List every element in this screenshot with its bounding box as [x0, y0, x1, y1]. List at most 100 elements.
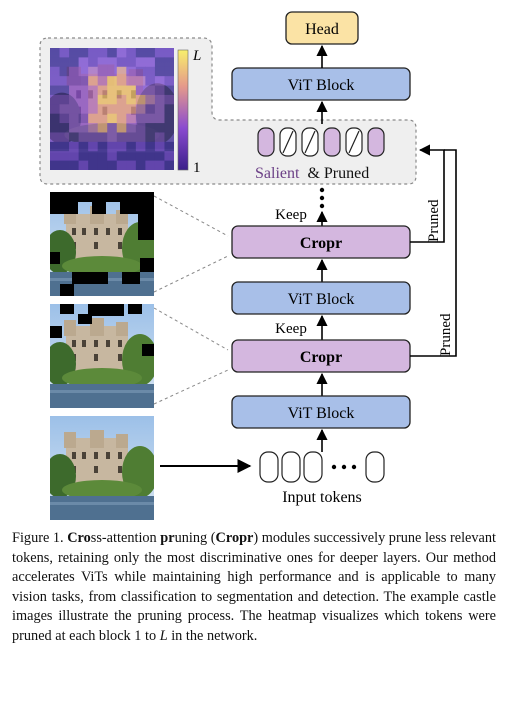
heatmap-cell [145, 104, 156, 115]
heatmap-cell [145, 160, 156, 170]
heatmap-cell [107, 94, 118, 105]
heatmap-cell [78, 113, 89, 124]
heatmap-cell [59, 104, 70, 115]
heatmap-scale-bottom-label: 1 [193, 160, 201, 176]
heatmap-cell [164, 76, 174, 86]
heatmap-cell [135, 151, 146, 161]
heatmap-cell [88, 85, 99, 96]
heatmap-cell [164, 48, 174, 58]
heatmap-cell [97, 66, 108, 77]
heatmap-cell [78, 85, 89, 96]
heatmap-cell [154, 48, 165, 58]
caption-text-3: ) modules successively prune less releva… [12, 530, 497, 644]
heatmap-cell [88, 151, 99, 161]
heatmap-cell [69, 48, 79, 58]
heatmap-cell [116, 132, 127, 143]
heatmap-cell [107, 113, 118, 124]
heatmap-cell [145, 66, 156, 77]
heatmap-cell [97, 76, 108, 86]
heatmap-cell [88, 113, 99, 124]
heatmap-cell [50, 132, 60, 143]
heatmap-cell [97, 113, 108, 124]
heatmap-cell [126, 76, 137, 86]
heatmap-cell [164, 57, 174, 68]
heatmap-cell [97, 57, 108, 68]
heatmap-cell [164, 141, 174, 152]
heatmap-cell [164, 85, 174, 96]
keep-label-upper: Keep [275, 207, 307, 223]
input-tokens [259, 451, 385, 483]
heatmap-cell [164, 66, 174, 77]
heatmap-cell [145, 94, 156, 105]
heatmap-cell [97, 160, 108, 170]
heatmap-cell [59, 160, 70, 170]
heatmap-cell [107, 141, 118, 152]
heatmap-cell [126, 94, 137, 105]
heatmap-cell [59, 151, 70, 161]
heatmap-cell [69, 141, 79, 152]
caption-italic-l: L [159, 627, 168, 644]
caption-figure-label: Figure 1. [12, 530, 64, 546]
heatmap-cell [126, 48, 137, 58]
heatmap-cell [69, 113, 79, 124]
heatmap-cell [107, 48, 118, 58]
heatmap-cell [135, 94, 146, 105]
heatmap-cell [126, 57, 137, 68]
salient-pruned-tokens [257, 127, 385, 157]
heatmap-cell [145, 85, 156, 96]
heatmap-cell [154, 85, 165, 96]
heatmap-cell [126, 66, 137, 77]
head-box [285, 11, 359, 45]
heatmap-cell [154, 123, 165, 133]
heatmap-cell [78, 132, 89, 143]
heatmap-cell [116, 104, 127, 115]
input-tokens-label: Input tokens [282, 489, 362, 506]
caption-bold-pr: pr [160, 530, 175, 546]
heatmap-cell [50, 113, 60, 124]
heatmap-cell [154, 76, 165, 86]
heatmap-cell [154, 94, 165, 105]
vit-block-top-label: ViT Block [288, 77, 355, 94]
heatmap-cell [59, 123, 70, 133]
caption-text-2: uning ( [174, 530, 216, 546]
heatmap-cell [107, 76, 118, 86]
heatmap-cell [59, 57, 70, 68]
heatmap-cell [154, 132, 165, 143]
heatmap-cell [78, 57, 89, 68]
heatmap-cell [69, 160, 79, 170]
heatmap-cell [135, 76, 146, 86]
heatmap-cell [135, 85, 146, 96]
vit-block-bottom [231, 395, 411, 429]
heatmap-cell [126, 141, 137, 152]
heatmap-cell [135, 160, 146, 170]
heatmap-cell [126, 151, 137, 161]
heatmap-cell [126, 123, 137, 133]
token-heatmap-image [50, 48, 174, 170]
heatmap-cell [164, 123, 174, 133]
vit-block-middle [231, 281, 411, 315]
heatmap-cell [116, 76, 127, 86]
heatmap-cell [88, 141, 99, 152]
salient-pruned-label: Salient & Pruned [255, 165, 369, 182]
heatmap-cell [154, 160, 165, 170]
heatmap-cell [69, 57, 79, 68]
heatmap-cell [97, 141, 108, 152]
heatmap-cell [145, 113, 156, 124]
heatmap-cell [88, 160, 99, 170]
heatmap-cell [145, 123, 156, 133]
heatmap-cell [116, 94, 127, 105]
caption-bold-cropr: Cropr [215, 530, 254, 546]
heatmap-cell [88, 48, 99, 58]
heatmap-cell [107, 151, 118, 161]
cropr-lower-label: Cropr [300, 349, 342, 366]
heatmap-cell [59, 113, 70, 124]
heatmap-cell [50, 160, 60, 170]
heatmap-cell [107, 57, 118, 68]
ellipsis-dots-vertical [319, 187, 325, 209]
pruned-label-upper: Pruned [426, 199, 442, 242]
heatmap-cell [126, 104, 137, 115]
heatmap-cell [88, 123, 99, 133]
heatmap-cell [116, 151, 127, 161]
vit-block-middle-label: ViT Block [288, 291, 355, 308]
ellipsis-dots-horizontal [331, 464, 357, 470]
